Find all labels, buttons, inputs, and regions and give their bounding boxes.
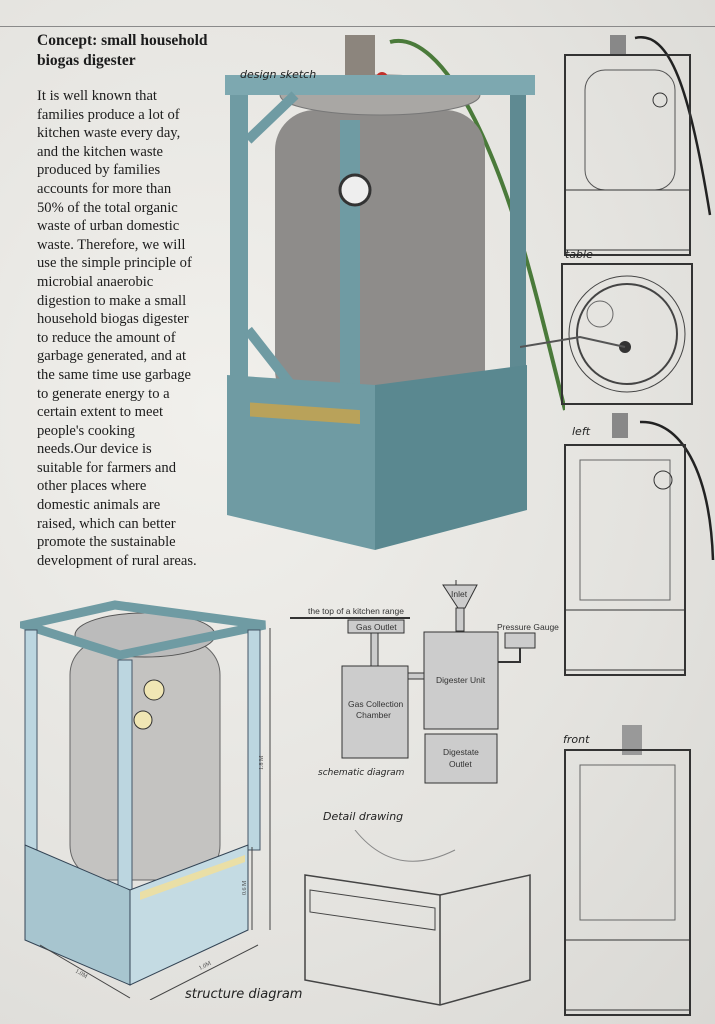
detail-drawing-label: Detail drawing [323,810,404,823]
gauge-icon [133,710,153,730]
description-line: It is well known that [37,88,157,104]
digester-unit [423,631,499,730]
description-line: certain extent to meet [37,404,164,421]
description-line: families produce a lot of [37,106,180,123]
pressure-gauge-box [504,632,536,649]
base-front [227,375,375,550]
base-side [375,365,527,550]
schematic-diagram: Inlet the top of a kitchen range Gas Out… [290,580,559,784]
structure-diagram: 1.8 M 0.6 M 1.0M 1.0M [20,600,271,1000]
concept-description: It is well known that families produce a … [37,87,197,570]
pressure-gauge-label: Pressure Gauge [497,622,559,632]
digestate-outlet [424,733,498,784]
description-line: garbage generated, and at [37,348,187,365]
digestate-label-1: Digestate [443,747,479,757]
tank [275,110,485,410]
inlet-label: Inlet [451,589,468,599]
front-view-label: front [563,733,590,746]
pressure-gauge-icon [338,173,372,207]
description-line: other places where [37,478,147,495]
table-view-label: table [565,248,593,261]
design-sketch-label: design sketch [240,68,317,81]
left-view [564,413,715,676]
frame-top [225,75,535,95]
description-line: needs.Our device is [37,441,152,458]
height-dimension: 1.8 M [259,755,265,770]
description-line: suitable for farmers and [37,459,176,476]
kitchen-range-label: the top of a kitchen range [308,606,404,616]
description-line: use the simple principle of [37,255,192,272]
depth-dimension: 1.0M [74,969,89,981]
digester-unit-label: Digester Unit [436,675,486,685]
description-line: 50% of the total organic [37,199,178,216]
description-line: promote the sustainable [37,534,176,551]
description-line: waste. Therefore, we will [37,236,186,253]
base-height-dimension: 0.6 M [242,880,248,895]
gas-collection-label-1: Gas Collection [348,699,404,709]
gas-outlet-label: Gas Outlet [356,622,397,632]
front-view [564,725,691,1016]
left-view-label: left [572,425,591,438]
gas-hose [389,38,565,411]
description-line: and the kitchen waste [37,143,164,160]
gauge-icon [143,679,165,701]
description-line: development of rural areas. [37,552,197,569]
schematic-diagram-label: schematic diagram [318,768,405,778]
description-line: kitchen waste every day, [37,125,181,142]
description-line: household biogas digester [37,311,189,328]
description-line: to reduce the amount of [37,329,176,346]
description-line: raised, which can better [37,515,176,532]
description-line: digestion to make a small [37,292,187,309]
description-line: produced by families [37,162,161,179]
description-line: microbial anaerobic [37,273,154,290]
gas-collection-chamber [341,665,409,759]
description-line: accounts for more than [37,180,172,197]
label-strip [250,402,360,425]
design-sketch-render [225,35,565,550]
description-line: waste of urban domestic [37,218,180,235]
description-line: the same time use garbage [37,366,191,383]
gas-collection-label-2: Chamber [356,710,391,720]
base-right [129,844,249,986]
detail-drawing [304,830,531,1006]
description-line: people's cooking [37,422,135,439]
width-dimension: 1.0M [198,960,213,971]
page-title: Concept: small household biogas digester [37,32,208,69]
structure-diagram-label: structure diagram [185,987,303,1002]
top-right-view [564,35,712,256]
inlet-funnel [442,584,478,609]
tank [69,639,221,881]
description-line: to generate energy to a [37,385,170,402]
digestate-label-2: Outlet [449,759,472,769]
table-view [520,263,693,405]
top-rule [0,26,715,27]
description-line: domestic animals are [37,497,161,514]
